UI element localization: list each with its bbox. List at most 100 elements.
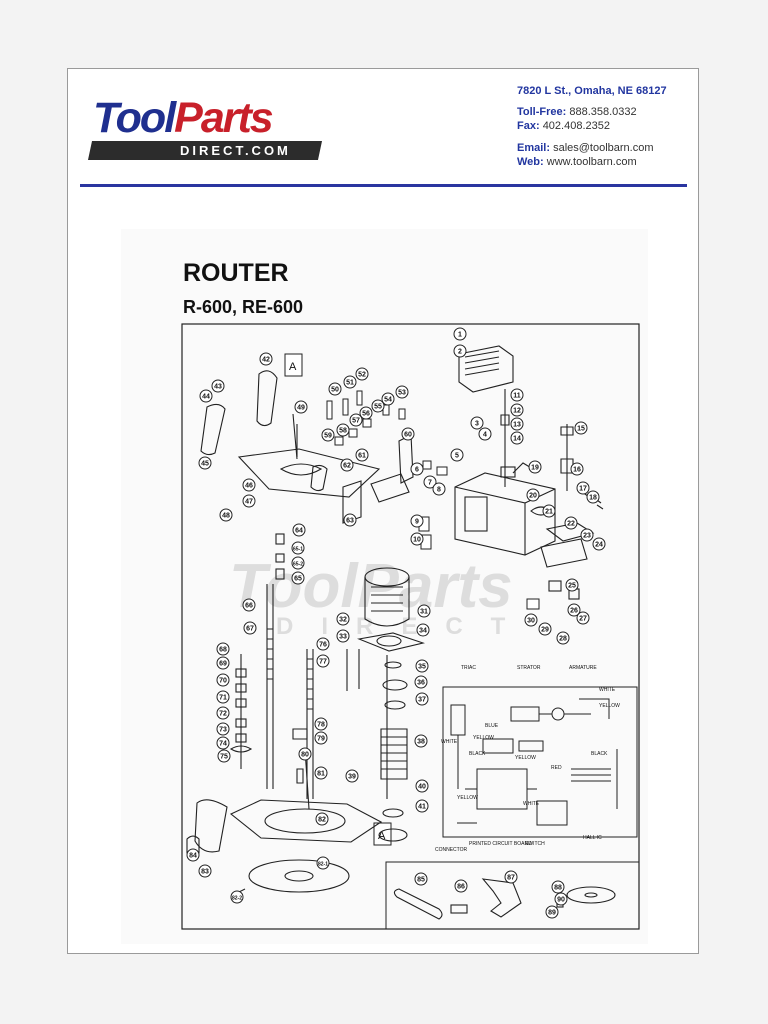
callout-59: 59: [321, 428, 335, 442]
label-armature: ARMATURE: [569, 665, 597, 671]
label-yellow-3: YELLOW: [515, 755, 536, 761]
svg-text:82-1: 82-1: [318, 862, 328, 868]
callout-49: 49: [294, 400, 308, 414]
svg-text:55: 55: [374, 404, 382, 411]
callout-47: 47: [242, 494, 256, 508]
svg-text:88: 88: [554, 885, 562, 892]
callout-27: 27: [576, 611, 590, 625]
parts-diagram: ROUTER R-600, RE-600 ToolParts DIRECT A …: [121, 229, 648, 944]
svg-text:33: 33: [339, 634, 347, 641]
tollfree-number: 888.358.0332: [569, 106, 637, 118]
svg-text:65: 65: [294, 576, 302, 583]
wiring-labels: TRIAC STRATOR ARMATURE WHITE YELLOW BLUE…: [435, 665, 620, 853]
svg-text:26: 26: [570, 608, 578, 615]
label-black-2: BLACK: [591, 751, 608, 757]
svg-text:64: 64: [295, 528, 303, 535]
callout-45: 45: [198, 456, 212, 470]
svg-text:48: 48: [222, 513, 230, 520]
callout-86: 86: [454, 879, 468, 893]
svg-text:72: 72: [219, 711, 227, 718]
label-strator: STRATOR: [517, 665, 541, 671]
svg-text:14: 14: [513, 436, 521, 443]
callout-21: 21: [542, 504, 556, 518]
callout-58: 58: [336, 423, 350, 437]
svg-text:89: 89: [548, 910, 556, 917]
callout-34: 34: [416, 623, 430, 637]
svg-text:75: 75: [220, 754, 228, 761]
callout-76: 76: [316, 637, 330, 651]
svg-text:67: 67: [246, 626, 254, 633]
svg-text:16: 16: [573, 467, 581, 474]
brush-holders: [418, 460, 540, 610]
svg-text:58: 58: [339, 428, 347, 435]
svg-text:8: 8: [437, 487, 441, 494]
email-row[interactable]: Email: sales@toolbarn.com: [517, 142, 654, 154]
callout-13: 13: [510, 417, 524, 431]
callout-82-1: 82-1: [316, 856, 330, 870]
svg-text:68: 68: [219, 647, 227, 654]
callout-2: 2: [453, 344, 467, 358]
callout-46: 46: [242, 478, 256, 492]
depth-stop-column: [229, 533, 314, 810]
svg-text:34: 34: [419, 628, 427, 635]
callout-61: 61: [355, 448, 369, 462]
svg-text:1: 1: [458, 332, 462, 339]
callout-group: 1234567891011121314151617181920212223242…: [186, 327, 606, 919]
svg-text:69: 69: [219, 661, 227, 668]
contact-block: 7820 L St., Omaha, NE 68127 Toll-Free: 8…: [517, 84, 692, 169]
svg-text:51: 51: [346, 380, 354, 387]
svg-text:86: 86: [457, 884, 465, 891]
motor-housing: [454, 345, 556, 556]
diagram-title: ROUTER: [183, 259, 289, 287]
svg-text:56: 56: [362, 411, 370, 418]
tollfree-row: Toll-Free: 888.358.0332: [517, 106, 637, 118]
callout-19: 19: [528, 460, 542, 474]
callout-33: 33: [336, 629, 350, 643]
callout-65-2: 65-2: [291, 556, 305, 570]
label-pcb: PRINTED CIRCUIT BOARD: [469, 841, 532, 847]
svg-text:47: 47: [245, 499, 253, 506]
svg-text:77: 77: [319, 659, 327, 666]
svg-text:35: 35: [418, 664, 426, 671]
callout-51: 51: [343, 375, 357, 389]
web-row[interactable]: Web: www.toolbarn.com: [517, 156, 637, 168]
svg-text:81: 81: [317, 771, 325, 778]
svg-text:11: 11: [513, 393, 521, 400]
callout-38: 38: [414, 734, 428, 748]
label-black-1: BLACK: [469, 751, 486, 757]
svg-text:80: 80: [301, 752, 309, 759]
small-parts-cluster: [326, 390, 406, 446]
web-link: www.toolbarn.com: [546, 156, 637, 168]
svg-text:30: 30: [527, 618, 535, 625]
callout-71: 71: [216, 690, 230, 704]
callout-72: 72: [216, 706, 230, 720]
toolparts-logo[interactable]: ToolParts DIRECT.COM: [87, 95, 330, 165]
callout-74: 74: [216, 736, 230, 750]
callout-89: 89: [545, 905, 559, 919]
svg-text:6: 6: [415, 467, 419, 474]
callout-37: 37: [415, 692, 429, 706]
svg-text:87: 87: [507, 875, 515, 882]
svg-text:66: 66: [245, 603, 253, 610]
logo-direct-text: DIRECT.COM: [180, 143, 291, 158]
svg-text:82-2: 82-2: [232, 896, 242, 902]
svg-text:71: 71: [219, 695, 227, 702]
side-bracket: [310, 434, 414, 524]
svg-text:29: 29: [541, 627, 549, 634]
watermark-toolparts: ToolParts: [229, 552, 513, 621]
callout-75: 75: [217, 749, 231, 763]
callout-68: 68: [216, 642, 230, 656]
callout-8: 8: [432, 482, 446, 496]
svg-text:54: 54: [384, 397, 392, 404]
marker-a-top-label: A: [289, 361, 297, 373]
svg-text:59: 59: [324, 433, 332, 440]
callout-52: 52: [355, 367, 369, 381]
callout-56: 56: [359, 406, 373, 420]
callout-36: 36: [414, 675, 428, 689]
svg-text:23: 23: [583, 533, 591, 540]
label-blue: BLUE: [485, 723, 499, 729]
marker-a-top: [284, 353, 303, 377]
callout-3: 3: [470, 416, 484, 430]
callout-66: 66: [242, 598, 256, 612]
label-yellow-1: YELLOW: [599, 703, 620, 709]
